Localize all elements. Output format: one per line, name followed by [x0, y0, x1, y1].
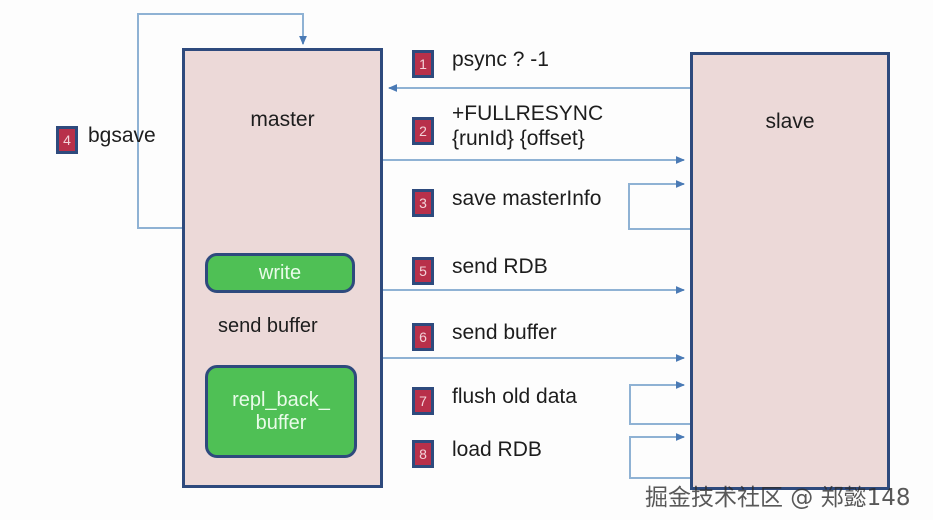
step-label-3: save masterInfo: [452, 187, 602, 210]
wire-step-3: [628, 180, 690, 230]
step-badge-6[interactable]: 6: [412, 323, 434, 351]
node-slave-label: slave: [765, 110, 815, 133]
step-label-7: flush old data: [452, 385, 577, 408]
step-label-4: bgsave: [88, 124, 156, 147]
step-label-5: send RDB: [452, 255, 548, 278]
step-badge-8[interactable]: 8: [412, 440, 434, 468]
node-slave[interactable]: [690, 52, 890, 490]
step-badge-3[interactable]: 3: [412, 189, 434, 217]
inner-label-send-buffer: send buffer: [218, 315, 318, 337]
step-label-1: psync ? -1: [452, 48, 549, 71]
step-badge-5[interactable]: 5: [412, 257, 434, 285]
buffer-repl-back-buffer[interactable]: repl_back_ buffer: [205, 365, 357, 458]
wire-step-8: [629, 433, 690, 479]
step-badge-1[interactable]: 1: [412, 50, 434, 78]
step-badge-4[interactable]: 4: [56, 126, 78, 154]
node-master-label: master: [250, 108, 315, 131]
buffer-write[interactable]: write: [205, 253, 355, 293]
step-badge-2[interactable]: 2: [412, 117, 434, 145]
step-label-2: +FULLRESYNC {runId} {offset}: [452, 102, 604, 150]
wire-step-7: [629, 381, 690, 425]
step-label-8: load RDB: [452, 438, 542, 461]
watermark-text: 掘金技术社区 @ 郑懿148: [645, 485, 911, 511]
step-label-6: send buffer: [452, 321, 557, 344]
step-badge-7[interactable]: 7: [412, 387, 434, 415]
